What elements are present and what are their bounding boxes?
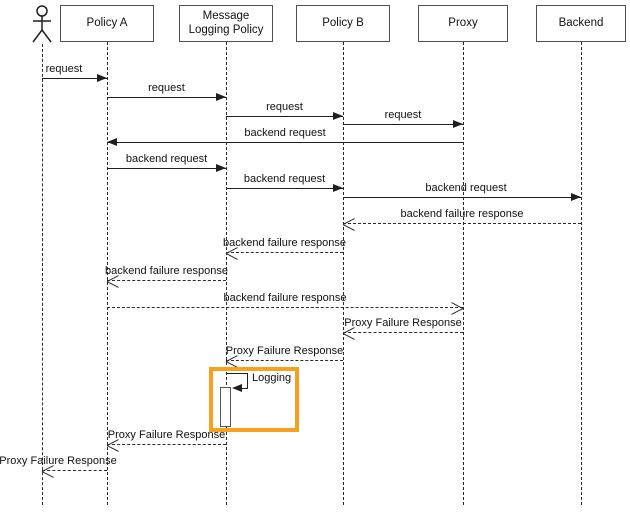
message-line-6 — [226, 188, 343, 189]
arrowhead-1 — [216, 93, 226, 101]
message-label-6: backend request — [243, 173, 326, 185]
lifeline-backend — [581, 42, 582, 505]
message-line-5 — [107, 168, 226, 169]
message-line-11 — [107, 307, 463, 308]
message-label-15: Proxy Failure Response — [0, 455, 117, 467]
self-message-arrowhead — [232, 384, 242, 392]
self-message-label: Logging — [252, 372, 292, 384]
self-message-right-line — [247, 373, 248, 389]
message-line-13 — [226, 360, 343, 361]
message-line-14 — [107, 444, 226, 445]
logging-highlight-box — [209, 367, 299, 432]
message-line-10 — [107, 280, 226, 281]
arrowhead-8 — [343, 217, 355, 231]
message-label-13: Proxy Failure Response — [225, 345, 344, 357]
message-label-11: backend failure response — [223, 292, 347, 304]
message-label-3: request — [384, 109, 422, 121]
message-label-12: Proxy Failure Response — [344, 317, 462, 329]
message-line-2 — [226, 116, 343, 117]
lifeline-proxy — [463, 42, 464, 505]
arrowhead-6 — [333, 184, 343, 192]
message-label-9: backend failure response — [223, 237, 346, 249]
lifeline-user — [42, 44, 43, 505]
message-line-9 — [226, 252, 343, 253]
participant-backend: Backend — [536, 5, 626, 42]
message-label-5: backend request — [125, 153, 208, 165]
message-label-8: backend failure response — [400, 208, 524, 220]
self-message-bottom-line — [240, 388, 248, 389]
message-label-1: request — [148, 82, 185, 94]
message-line-1 — [107, 97, 226, 98]
arrowhead-3 — [453, 120, 463, 128]
lifeline-message-logging-policy — [226, 42, 227, 505]
message-label-0: request — [45, 63, 83, 75]
arrowhead-0 — [97, 74, 107, 82]
message-label-14: Proxy Failure Response — [107, 429, 226, 441]
activation-bar — [220, 387, 231, 427]
message-line-12 — [343, 332, 463, 333]
arrowhead-5 — [216, 164, 226, 172]
message-line-0 — [42, 78, 107, 79]
message-line-7 — [343, 197, 581, 198]
arrowhead-4 — [107, 138, 117, 146]
arrowhead-11 — [451, 301, 463, 315]
participant-proxy: Proxy — [418, 5, 508, 42]
participant-message-logging-policy: Message Logging Policy — [179, 5, 273, 42]
arrowhead-7 — [571, 193, 581, 201]
message-label-7: backend request — [425, 182, 507, 194]
self-message-top-line — [226, 373, 247, 374]
lifeline-policy-b — [343, 42, 344, 505]
message-label-2: request — [266, 101, 303, 113]
participant-policy-a: Policy A — [60, 5, 154, 42]
message-line-15 — [42, 470, 107, 471]
arrowhead-2 — [333, 112, 343, 120]
participant-policy-b: Policy B — [296, 5, 390, 42]
message-line-3 — [343, 124, 463, 125]
message-label-10: backend failure response — [105, 265, 228, 277]
message-label-4: backend request — [244, 127, 326, 139]
message-line-8 — [343, 223, 581, 224]
message-line-4 — [107, 142, 463, 143]
actor-icon — [29, 3, 55, 49]
